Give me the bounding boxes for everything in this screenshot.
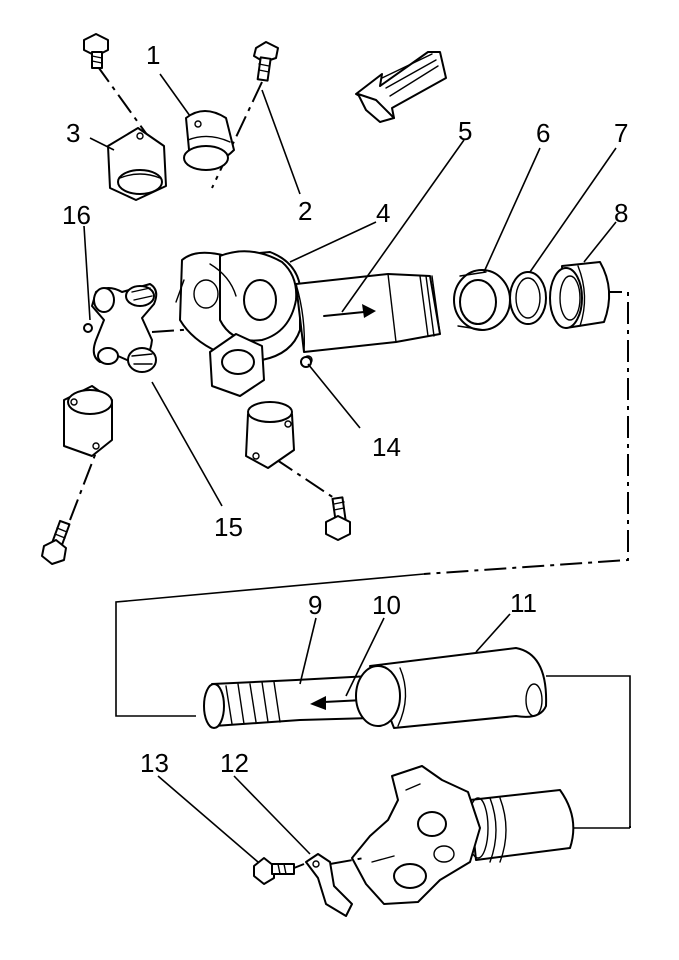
snap-ring-7 [509,271,547,325]
callout-2: 2 [298,196,312,226]
splined-shaft-9 [203,675,373,729]
slip-yoke-cap-8 [549,261,611,329]
bearing-strap-lower-right [245,401,295,469]
callout-7: 7 [614,118,628,148]
bolt-top-right [253,41,279,82]
callout-14: 14 [372,432,401,462]
callout-13: 13 [140,748,169,778]
strap-12 [305,853,353,917]
dust-seal-6 [453,269,511,331]
callout-4: 4 [376,198,390,228]
callout-11: 11 [510,588,537,618]
callout-16: 16 [62,200,91,230]
callout-9: 9 [308,590,322,620]
callout-6: 6 [536,118,550,148]
callout-12: 12 [220,748,249,778]
callout-labels: 1 2 3 4 5 6 7 8 9 10 11 12 13 14 15 16 [62,40,628,778]
bearing-strap-1 [183,110,235,171]
callout-1: 1 [146,40,160,70]
flow-arrow-5 [323,304,376,318]
callout-5: 5 [458,116,472,146]
assembly-guide-lines [69,63,631,829]
driveshaft-tube-11 [355,647,548,729]
direction-arrow-icon [355,51,447,123]
slip-yoke-4 [175,250,441,397]
bearing-cap-3 [107,127,167,201]
end-yoke-assembly [351,765,575,905]
callout-8: 8 [614,198,628,228]
leader-lines [83,73,617,863]
callout-3: 3 [66,118,80,148]
bearing-strap-lower-left [63,385,113,457]
bolt-lower-right [325,496,351,541]
callout-15: 15 [214,512,243,542]
u-joint-cross [83,283,158,373]
callout-10: 10 [372,590,401,620]
bolt-top-left [83,33,109,69]
bolt-13 [253,857,295,885]
bolt-lower-left [41,519,71,565]
